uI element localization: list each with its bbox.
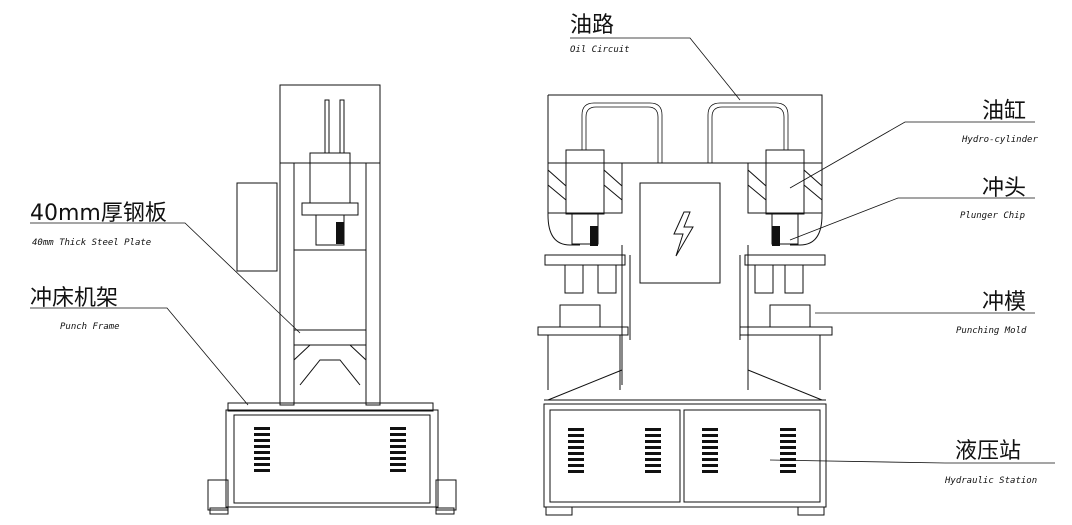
oil-circuit-pipe-left	[581, 102, 663, 163]
oil-circuit-pipe-right	[707, 102, 789, 163]
front-view	[537, 94, 833, 516]
cylinder-left	[547, 162, 623, 214]
leader-lines	[30, 37, 1055, 464]
side-hydraulic-box	[225, 409, 439, 508]
plunger-chip-label-en: Plunger Chip	[960, 211, 1025, 221]
top-cap	[279, 84, 381, 164]
side-vent-right	[390, 427, 406, 472]
punch-frame-label-zh: 冲床机架	[30, 286, 118, 311]
front-vents	[568, 428, 796, 473]
side-vent-left	[254, 427, 270, 472]
oil-circuit-label-zh: 油路	[570, 13, 614, 38]
hydro-cylinder-label-en: Hydro-cylinder	[961, 135, 1038, 145]
hydraulic-station-box	[543, 403, 827, 508]
hydraulic-station-label-en: Hydraulic Station	[944, 476, 1037, 486]
steel-plate-label-en: 40mm Thick Steel Plate	[32, 238, 151, 248]
steel-plate-label-zh: 40mm厚钢板	[30, 201, 167, 226]
side-view	[207, 84, 457, 515]
punching-mold-label-zh: 冲模	[982, 290, 1026, 315]
top-housing	[547, 94, 823, 246]
punching-mold-left	[559, 304, 601, 328]
plunger-chip-label-zh: 冲头	[982, 176, 1026, 201]
punching-mold-right	[769, 304, 811, 328]
cylinder-right	[747, 162, 823, 214]
hydraulic-station-label-zh: 液压站	[955, 439, 1021, 464]
frame-column-right	[365, 162, 381, 406]
steel-plate-base	[227, 402, 434, 412]
punch-frame-label-en: Punch Frame	[60, 322, 120, 332]
frame-column-left	[279, 162, 295, 406]
hydro-cylinder-label-zh: 油缸	[982, 99, 1026, 124]
oil-circuit-label-en: Oil Circuit	[570, 45, 630, 55]
electric-panel	[639, 182, 721, 284]
lightning-bolt-icon	[673, 211, 694, 257]
punching-mold-label-en: Punching Mold	[956, 326, 1027, 336]
frame-inner-panel	[293, 249, 367, 346]
side-plunger-clamp	[336, 222, 344, 244]
side-box	[236, 182, 278, 272]
side-cylinder	[309, 152, 351, 204]
